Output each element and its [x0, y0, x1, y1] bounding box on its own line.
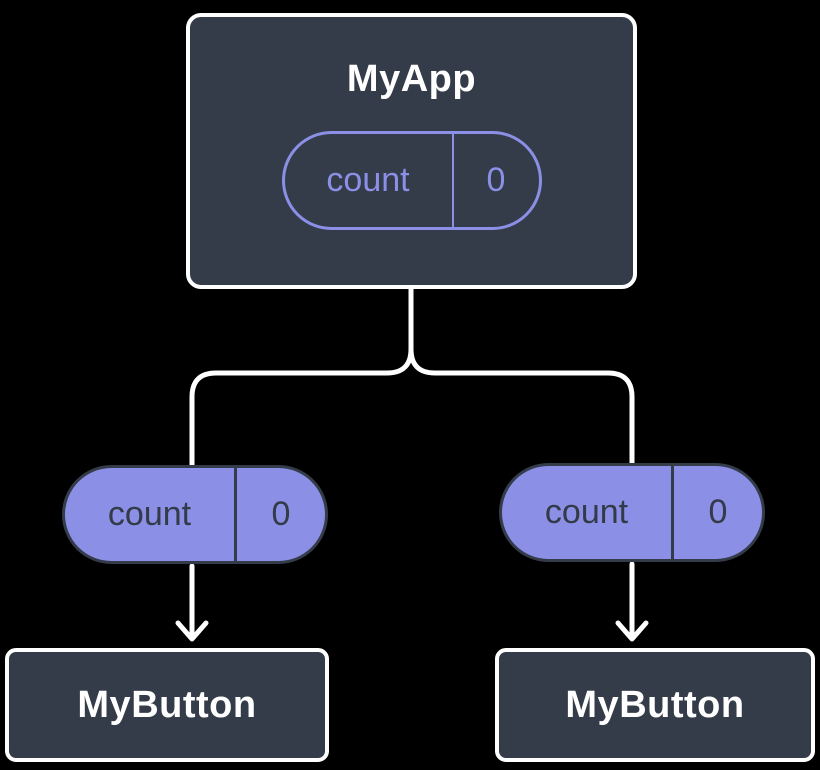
state-name: count — [285, 134, 454, 227]
arrow-right-head — [615, 620, 649, 642]
prop-value-left: 0 — [271, 495, 291, 533]
mybutton-title-right: MyButton — [565, 684, 745, 726]
prop-pill-left: count 0 — [62, 465, 328, 564]
prop-name-left: count — [65, 468, 237, 561]
state-value: 0 — [486, 161, 506, 199]
connector-branch-left — [189, 283, 414, 469]
mybutton-node-right: MyButton — [495, 648, 815, 762]
state-pill: count 0 — [281, 131, 542, 230]
prop-value-right: 0 — [708, 493, 728, 531]
arrow-left-head — [175, 620, 209, 642]
connector-branch-right — [408, 283, 635, 467]
myapp-title: MyApp — [346, 58, 477, 100]
prop-pill-right: count 0 — [499, 463, 765, 562]
myapp-node: MyApp count 0 — [186, 13, 637, 289]
mybutton-node-left: MyButton — [5, 648, 329, 762]
prop-name-right: count — [502, 466, 674, 559]
mybutton-title-left: MyButton — [77, 684, 257, 726]
